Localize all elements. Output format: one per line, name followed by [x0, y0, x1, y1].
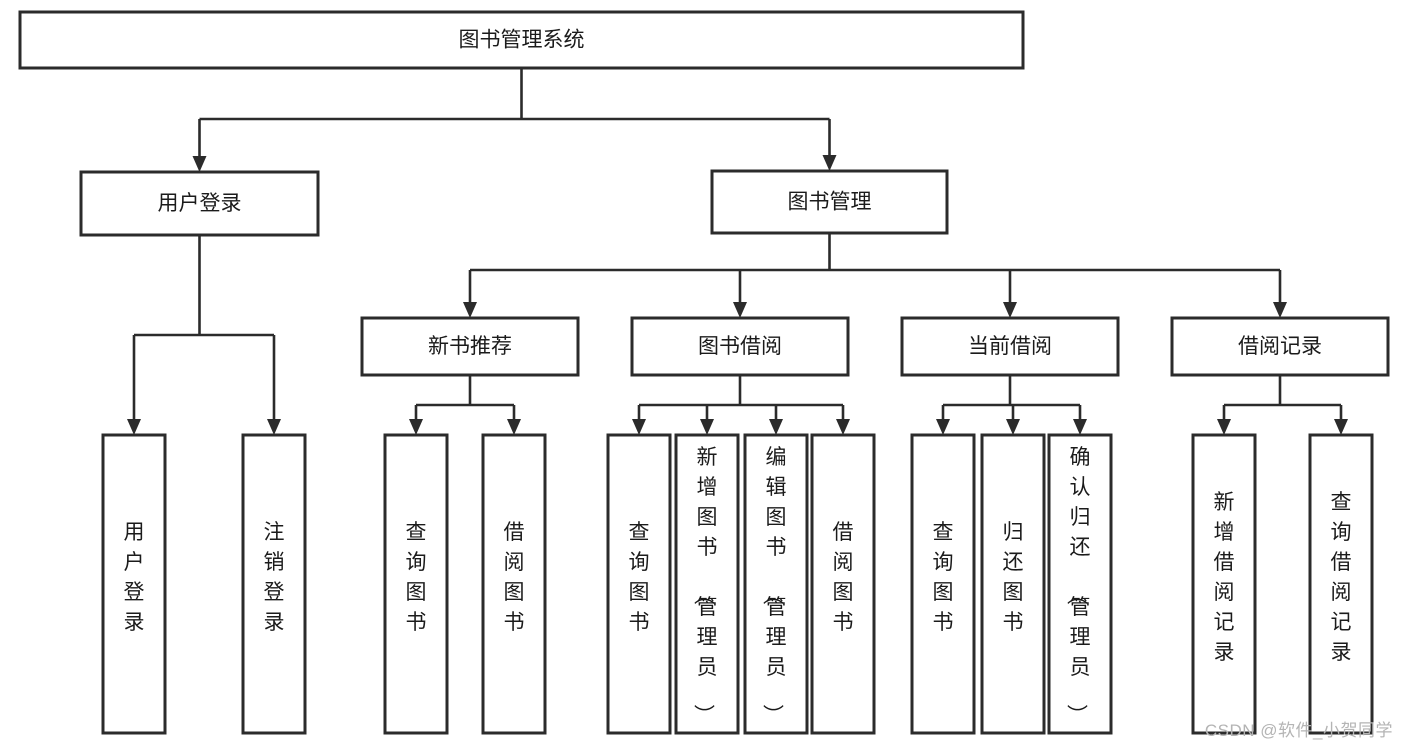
node-新增图书管理员[interactable]: 新增图书（管理员）: [674, 433, 740, 735]
arrow-to-用户登录-head: [192, 156, 207, 172]
node-box: [910, 433, 976, 735]
node-用户登录[interactable]: 用户登录: [79, 170, 320, 237]
node-label: 查询图书: [933, 521, 954, 634]
node-box: [980, 433, 1046, 735]
node-label: 新增借阅记录: [1214, 491, 1235, 664]
arrow-to-借阅图书-0-1-head: [507, 419, 521, 435]
node-确认归还管理员[interactable]: 确认归还（管理员）: [1047, 433, 1113, 735]
arrow-to-新书推荐-head: [463, 302, 477, 318]
arrow-to-注销登录-1-head: [267, 419, 281, 435]
node-label: 图书借阅: [698, 335, 782, 358]
arrow-to-查询图书-1-0-head: [632, 419, 646, 435]
node-借阅图书[interactable]: 借阅图书: [810, 433, 876, 735]
node-box: [1191, 433, 1257, 735]
arrow-to-确认归还管理员-2-2-head: [1073, 419, 1087, 435]
node-box: [630, 316, 850, 377]
node-查询图书[interactable]: 查询图书: [383, 433, 449, 735]
arrow-to-查询图书-0-0-head: [409, 419, 423, 435]
node-box: [383, 433, 449, 735]
node-box: [710, 169, 949, 235]
node-label: 查询图书: [406, 521, 427, 634]
node-查询图书[interactable]: 查询图书: [910, 433, 976, 735]
node-box: [18, 10, 1025, 70]
arrow-to-查询借阅记录-3-1-head: [1334, 419, 1348, 435]
connector-layer: [127, 68, 1348, 435]
arrow-to-用户登录-0-head: [127, 419, 141, 435]
node-label: 新书推荐: [428, 335, 512, 358]
node-box: [674, 433, 740, 735]
node-box: [481, 433, 547, 735]
node-label: 用户登录: [158, 192, 242, 215]
node-layer: 图书管理系统用户登录图书管理用户登录注销登录新书推荐查询图书借阅图书图书借阅查询…: [18, 10, 1390, 735]
node-图书借阅[interactable]: 图书借阅: [630, 316, 850, 377]
node-图书管理[interactable]: 图书管理: [710, 169, 949, 235]
node-label: 查询借阅记录: [1331, 491, 1352, 664]
node-box: [900, 316, 1120, 377]
node-box: [360, 316, 580, 377]
node-box: [743, 433, 809, 735]
node-label: 查询图书: [629, 521, 650, 634]
arrow-to-借阅记录-head: [1273, 302, 1287, 318]
node-box: [1170, 316, 1390, 377]
node-用户登录[interactable]: 用户登录: [101, 433, 167, 735]
node-label: 当前借阅: [968, 335, 1052, 358]
node-注销登录[interactable]: 注销登录: [241, 433, 307, 735]
node-label: 注销登录: [264, 521, 285, 634]
node-label: 编辑图书（管理员）: [761, 446, 787, 725]
arrow-to-新增图书管理员-1-1-head: [700, 419, 714, 435]
node-label: 图书管理系统: [459, 29, 585, 52]
node-label: 新增图书（管理员）: [692, 446, 718, 725]
node-label: 借阅图书: [833, 521, 854, 634]
node-图书管理系统[interactable]: 图书管理系统: [18, 10, 1025, 70]
node-借阅图书[interactable]: 借阅图书: [481, 433, 547, 735]
arrow-to-当前借阅-head: [1003, 302, 1017, 318]
node-查询借阅记录[interactable]: 查询借阅记录: [1308, 433, 1374, 735]
arrow-to-查询图书-2-0-head: [936, 419, 950, 435]
node-box: [606, 433, 672, 735]
node-label: 借阅记录: [1238, 335, 1322, 358]
node-box: [1047, 433, 1113, 735]
node-新书推荐[interactable]: 新书推荐: [360, 316, 580, 377]
node-label: 确认归还（管理员）: [1065, 446, 1091, 725]
node-box: [101, 433, 167, 735]
arrow-to-归还图书-2-1-head: [1006, 419, 1020, 435]
node-编辑图书管理员[interactable]: 编辑图书（管理员）: [743, 433, 809, 735]
arrow-to-新增借阅记录-3-0-head: [1217, 419, 1231, 435]
node-box: [241, 433, 307, 735]
node-借阅记录[interactable]: 借阅记录: [1170, 316, 1390, 377]
node-查询图书[interactable]: 查询图书: [606, 433, 672, 735]
node-box: [1308, 433, 1374, 735]
node-box: [810, 433, 876, 735]
node-label: 借阅图书: [504, 521, 525, 634]
node-label: 归还图书: [1003, 521, 1024, 634]
arrow-to-借阅图书-1-3-head: [836, 419, 850, 435]
node-新增借阅记录[interactable]: 新增借阅记录: [1191, 433, 1257, 735]
arrow-to-编辑图书管理员-1-2-head: [769, 419, 783, 435]
arrow-to-图书借阅-head: [733, 302, 747, 318]
node-当前借阅[interactable]: 当前借阅: [900, 316, 1120, 377]
node-label: 用户登录: [124, 521, 145, 634]
node-box: [79, 170, 320, 237]
node-归还图书[interactable]: 归还图书: [980, 433, 1046, 735]
arrow-to-图书管理-head: [822, 155, 837, 171]
node-label: 图书管理: [788, 191, 872, 214]
